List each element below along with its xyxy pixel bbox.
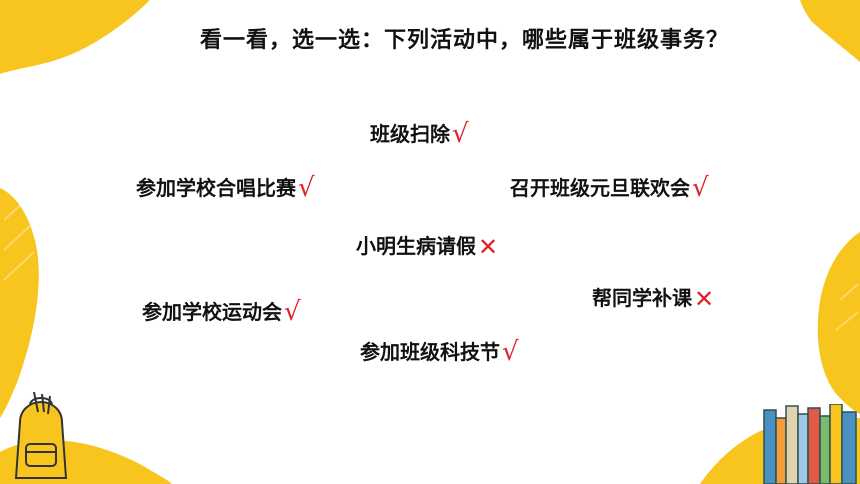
yellow-blob-top-right xyxy=(800,0,860,62)
option-label: 参加班级科技节 xyxy=(360,340,500,364)
option-school-choir-contest[interactable]: 参加学校合唱比赛 √ xyxy=(136,172,315,201)
yellow-blob-right xyxy=(817,232,860,414)
option-school-sports-meet[interactable]: 参加学校运动会 √ xyxy=(142,296,301,325)
checkmark-icon: √ xyxy=(452,119,469,149)
checkmark-icon: √ xyxy=(502,337,519,367)
option-new-year-party[interactable]: 召开班级元旦联欢会 √ xyxy=(510,172,709,201)
option-label: 帮同学补课 xyxy=(592,286,692,310)
option-label: 小明生病请假 xyxy=(356,234,476,258)
option-label: 班级扫除 xyxy=(370,122,450,146)
checkmark-icon: √ xyxy=(284,297,301,327)
checkmark-icon: √ xyxy=(692,173,709,203)
page-title: 看一看，选一选：下列活动中，哪些属于班级事务？ xyxy=(200,28,730,53)
option-label: 召开班级元旦联欢会 xyxy=(510,176,690,200)
checkmark-icon: √ xyxy=(298,173,315,203)
cross-icon: ✕ xyxy=(694,285,715,313)
cross-icon: ✕ xyxy=(478,233,499,261)
books-icon xyxy=(763,404,857,484)
yellow-blob-top-left xyxy=(0,0,150,74)
option-label: 参加学校运动会 xyxy=(142,300,282,324)
option-label: 参加学校合唱比赛 xyxy=(136,176,296,200)
yellow-blob-left xyxy=(0,188,39,418)
option-science-festival[interactable]: 参加班级科技节 √ xyxy=(360,336,519,365)
option-sick-leave[interactable]: 小明生病请假 ✕ xyxy=(356,230,498,259)
option-tutoring-classmate[interactable]: 帮同学补课 ✕ xyxy=(592,282,714,311)
backpack-icon xyxy=(14,392,68,479)
option-class-cleaning[interactable]: 班级扫除 √ xyxy=(370,118,469,147)
